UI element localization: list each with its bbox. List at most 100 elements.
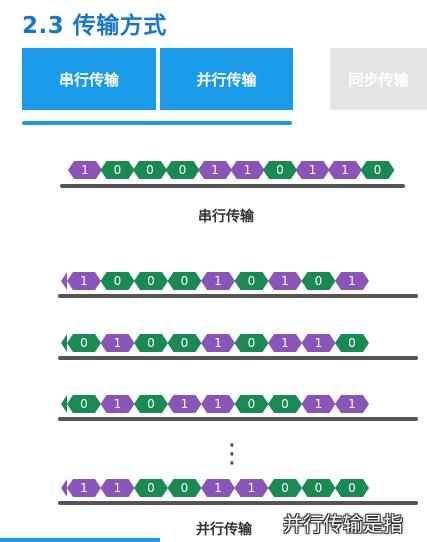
tab-serial[interactable]: 串行传输 <box>22 48 156 110</box>
parallel-row-3-bit-label-0: 1 <box>80 481 88 495</box>
parallel-row-0-bit-1 <box>100 272 135 290</box>
parallel-row-3-bit-7 <box>301 479 336 497</box>
parallel-row-2-bit-7 <box>301 395 336 413</box>
parallel-row-0-bit-0 <box>67 272 101 290</box>
tab-parallel[interactable]: 并行传输 <box>160 48 293 110</box>
parallel-row-1-bit-label-2: 0 <box>147 336 155 350</box>
serial-bit-1 <box>100 161 135 179</box>
parallel-row-3-bit-label-4: 1 <box>214 481 222 495</box>
parallel-row-1-bit-5 <box>234 334 269 352</box>
parallel-row-1-bit-label-1: 1 <box>114 336 122 350</box>
parallel-row-1-bit-8 <box>335 334 369 352</box>
serial-bit-label-1: 0 <box>114 163 122 177</box>
parallel-row-3-bit-label-6: 0 <box>281 481 289 495</box>
parallel-row-2-bit-label-1: 1 <box>114 397 122 411</box>
tab-sync-label: 同步传输 <box>348 70 409 89</box>
parallel-row-1-stub <box>61 334 67 352</box>
parallel-row-0-bit-5 <box>234 272 269 290</box>
parallel-row-2-bit-label-8: 1 <box>348 397 356 411</box>
serial-bit-5 <box>230 161 265 179</box>
parallel-row-1-bit-2 <box>134 334 168 352</box>
tab-serial-label: 串行传输 <box>58 70 119 89</box>
parallel-row-1-bit-1 <box>100 334 135 352</box>
parallel-row-0-bit-label-7: 0 <box>315 274 323 288</box>
parallel-row-1-bit-3 <box>167 334 202 352</box>
parallel-row-3-bit-1 <box>100 479 135 497</box>
parallel-row-2-bit-6 <box>268 395 302 413</box>
serial-bit-3 <box>165 161 200 179</box>
serial-bit-6 <box>263 161 297 179</box>
parallel-wire-0 <box>58 294 418 298</box>
parallel-row-2-bit-0 <box>67 395 101 413</box>
parallel-caption: 并行传输 <box>196 522 252 538</box>
ellipsis-dots: ⋮ <box>219 439 245 469</box>
serial-bit-label-6: 0 <box>276 163 284 177</box>
serial-bit-label-5: 1 <box>244 163 252 177</box>
parallel-row-0-bit-label-0: 1 <box>80 274 88 288</box>
serial-bit-label-9: 0 <box>374 163 382 177</box>
serial-bit-label-0: 1 <box>81 163 89 177</box>
progress-bar <box>0 538 160 542</box>
parallel-row-1-bit-label-6: 1 <box>281 336 289 350</box>
parallel-row-1-bit-6 <box>268 334 302 352</box>
serial-bit-4 <box>198 161 232 179</box>
parallel-row-2-bit-4 <box>201 395 235 413</box>
parallel-row-2-bit-1 <box>100 395 135 413</box>
parallel-row-2-bit-5 <box>234 395 269 413</box>
parallel-row-0-bit-label-5: 0 <box>248 274 256 288</box>
parallel-row-0-bit-8 <box>335 272 369 290</box>
parallel-row-3-bit-label-5: 1 <box>248 481 256 495</box>
parallel-row-2-bit-label-4: 1 <box>214 397 222 411</box>
parallel-row-0-bit-label-8: 1 <box>348 274 356 288</box>
parallel-wire-1 <box>58 356 418 360</box>
serial-bit-0 <box>68 161 102 179</box>
parallel-row-1-bit-label-5: 0 <box>248 336 256 350</box>
parallel-row-2-bit-label-5: 0 <box>248 397 256 411</box>
parallel-row-2-bit-2 <box>134 395 168 413</box>
parallel-row-3-bit-label-8: 0 <box>348 481 356 495</box>
serial-bit-8 <box>328 161 362 179</box>
parallel-row-1-bit-label-8: 0 <box>348 336 356 350</box>
parallel-row-3-stub <box>61 479 67 497</box>
parallel-row-3-bit-label-3: 0 <box>181 481 189 495</box>
parallel-row-0-bit-label-2: 0 <box>147 274 155 288</box>
parallel-row-0-bit-6 <box>268 272 302 290</box>
parallel-row-2-bit-label-3: 1 <box>181 397 189 411</box>
parallel-row-3-bit-5 <box>234 479 269 497</box>
parallel-row-2-bit-label-0: 0 <box>80 397 88 411</box>
parallel-row-3-bit-4 <box>201 479 235 497</box>
serial-bit-2 <box>133 161 167 179</box>
serial-bit-7 <box>295 161 330 179</box>
parallel-row-3-bit-label-2: 0 <box>147 481 155 495</box>
parallel-wire-3 <box>58 501 418 505</box>
parallel-row-3-bit-3 <box>167 479 202 497</box>
serial-bit-9 <box>360 161 395 179</box>
parallel-row-1-bit-label-7: 1 <box>315 336 323 350</box>
serial-bit-label-2: 0 <box>146 163 154 177</box>
serial-bit-label-7: 1 <box>309 163 317 177</box>
parallel-row-0-bit-2 <box>134 272 168 290</box>
parallel-row-0-bit-4 <box>201 272 235 290</box>
parallel-row-0-stub <box>61 272 67 290</box>
serial-bit-label-8: 1 <box>341 163 349 177</box>
parallel-row-1-bit-0 <box>67 334 101 352</box>
tab-underline <box>22 121 292 125</box>
parallel-row-3-bit-label-1: 1 <box>114 481 122 495</box>
parallel-row-3-bit-label-7: 0 <box>315 481 323 495</box>
parallel-row-2-bit-label-7: 1 <box>315 397 323 411</box>
parallel-row-0-bit-label-3: 0 <box>181 274 189 288</box>
parallel-row-0-bit-label-1: 0 <box>114 274 122 288</box>
parallel-row-0-bit-3 <box>167 272 202 290</box>
parallel-row-1-bit-label-3: 0 <box>181 336 189 350</box>
serial-caption: 串行传输 <box>198 209 254 225</box>
parallel-row-2-bit-3 <box>167 395 202 413</box>
tab-parallel-label: 并行传输 <box>196 70 257 89</box>
parallel-row-3-bit-8 <box>335 479 369 497</box>
parallel-row-0-bit-label-4: 1 <box>214 274 222 288</box>
tab-sync[interactable]: 同步传输 <box>330 48 427 110</box>
serial-wire <box>60 184 405 188</box>
parallel-row-3-bit-0 <box>67 479 101 497</box>
serial-bit-label-4: 1 <box>211 163 219 177</box>
parallel-row-1-bit-label-0: 0 <box>80 336 88 350</box>
